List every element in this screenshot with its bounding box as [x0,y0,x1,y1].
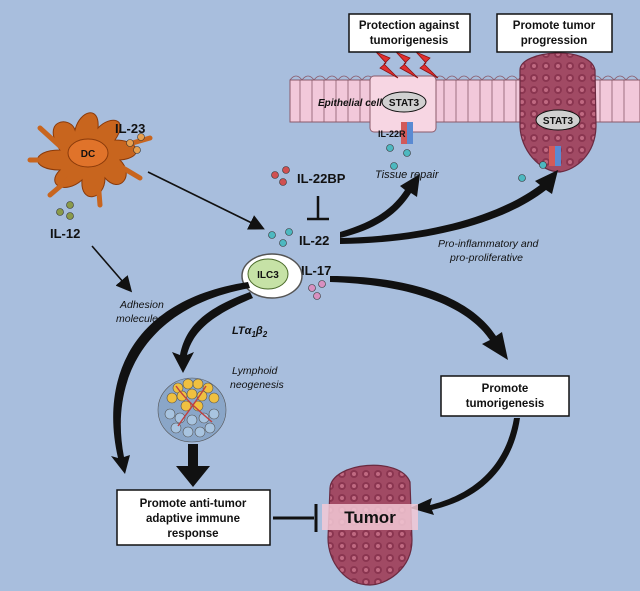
box-progression: Promote tumor progression [496,13,613,53]
stat3-right: STAT3 [543,116,574,127]
il23-label: IL-23 [115,121,145,136]
adhesion-label-2: molecules [116,313,164,325]
il22bp-label: IL-22BP [297,171,346,186]
adhesion-label-1: Adhesion [119,299,164,311]
svg-text:Protection against: Protection against [359,20,459,32]
svg-text:STAT3: STAT3 [389,98,420,109]
svg-text:tumorigenesis: tumorigenesis [370,35,449,47]
tumor-top: STAT3 [519,52,597,173]
svg-text:progression: progression [521,35,587,47]
il22r-receptor: IL-22R [378,122,413,144]
svg-text:Promote tumor: Promote tumor [513,20,596,32]
tumor-bottom: Tumor [322,464,418,586]
tissue-repair-label: Tissue repair [375,169,440,181]
il17-label: IL-17 [301,263,331,278]
antitumor-inhibition [273,504,318,532]
lymphoid-to-box-arrow [176,444,210,487]
cytokine-dots [56,133,547,300]
svg-text:ILC3: ILC3 [257,270,279,281]
il22-arrows [340,170,558,244]
stat3-left: STAT3 [381,91,427,113]
svg-text:IL-22R: IL-22R [378,129,406,139]
thin-arrows [91,171,265,293]
lymphoid-label-1: Lymphoid [232,365,278,377]
ilc3-cell: ILC3 [241,253,303,299]
svg-text:tumorigenesis: tumorigenesis [466,398,545,410]
box-tumorigenesis: Promote tumorigenesis [440,375,570,417]
svg-text:adaptive immune: adaptive immune [146,513,240,525]
box-antitumor: Promote anti-tumor adaptive immune respo… [116,489,271,546]
lightning-icon [375,51,439,79]
dc-label: DC [81,149,95,160]
lymphoid-label-2: neogenesis [230,379,284,391]
svg-text:Promote: Promote [482,383,529,395]
svg-text:Promote anti-tumor: Promote anti-tumor [140,498,247,510]
epithelial-cell-label: Epithelial cell [318,98,382,109]
svg-text:response: response [167,528,218,540]
curved-arrows-lower [410,418,520,515]
il22bp-inhibition [307,196,329,221]
ilc3-arrows [111,276,508,474]
dc-cell: DC [27,112,153,208]
box-protection: Protection against tumorigenesis [348,13,471,53]
il12-label: IL-12 [50,226,80,241]
il22-label: IL-22 [299,233,329,248]
proinflam-label-2: pro-proliferative [449,252,523,264]
proinflam-label-1: Pro-inflammatory and [438,238,540,250]
lymphoid-structure [157,377,227,443]
lt-label: LTα1β2 [232,325,268,339]
tumor-label: Tumor [344,508,396,527]
